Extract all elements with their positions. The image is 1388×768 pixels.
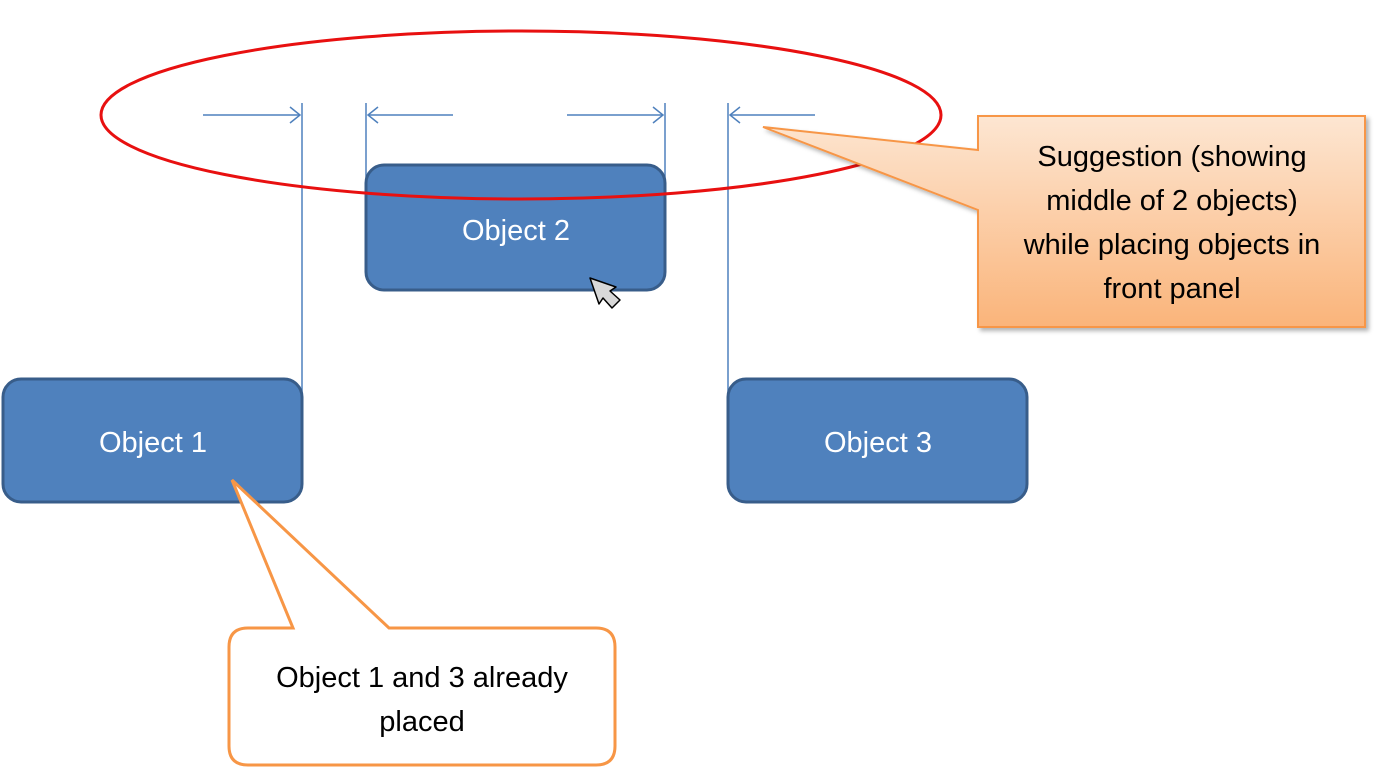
placed-callout — [227, 478, 617, 767]
arrow-left-to-object3 — [728, 106, 815, 124]
arrow-right-to-object1 — [203, 106, 302, 124]
mouse-pointer-icon — [589, 277, 621, 309]
svg-text:while placing objects in: while placing objects in — [1023, 229, 1321, 261]
svg-text:Suggestion (showing: Suggestion (showing — [1037, 141, 1306, 173]
svg-text:placed: placed — [379, 706, 464, 738]
svg-text:middle of 2 objects): middle of 2 objects) — [1046, 185, 1297, 217]
svg-text:front panel: front panel — [1103, 273, 1240, 305]
object-1-label: Object 1 — [99, 427, 207, 459]
object-3-label: Object 3 — [824, 427, 932, 459]
alignment-guides — [203, 103, 815, 400]
svg-text:Object 1 and 3 already: Object 1 and 3 already — [276, 662, 568, 694]
highlight-ellipse — [99, 29, 943, 201]
object-2-label: Object 2 — [462, 215, 570, 247]
object-1[interactable]: Object 1 — [1, 377, 304, 504]
object-2[interactable]: Object 2 — [364, 163, 667, 292]
suggestion-callout — [762, 115, 1366, 328]
placed-callout-text: Object 1 and 3 already placed — [276, 662, 568, 738]
object-3[interactable]: Object 3 — [726, 377, 1029, 504]
arrow-right-to-object2 — [567, 106, 665, 124]
arrow-left-to-object2 — [366, 106, 453, 124]
suggestion-callout-text: Suggestion (showing middle of 2 objects)… — [1023, 141, 1321, 305]
